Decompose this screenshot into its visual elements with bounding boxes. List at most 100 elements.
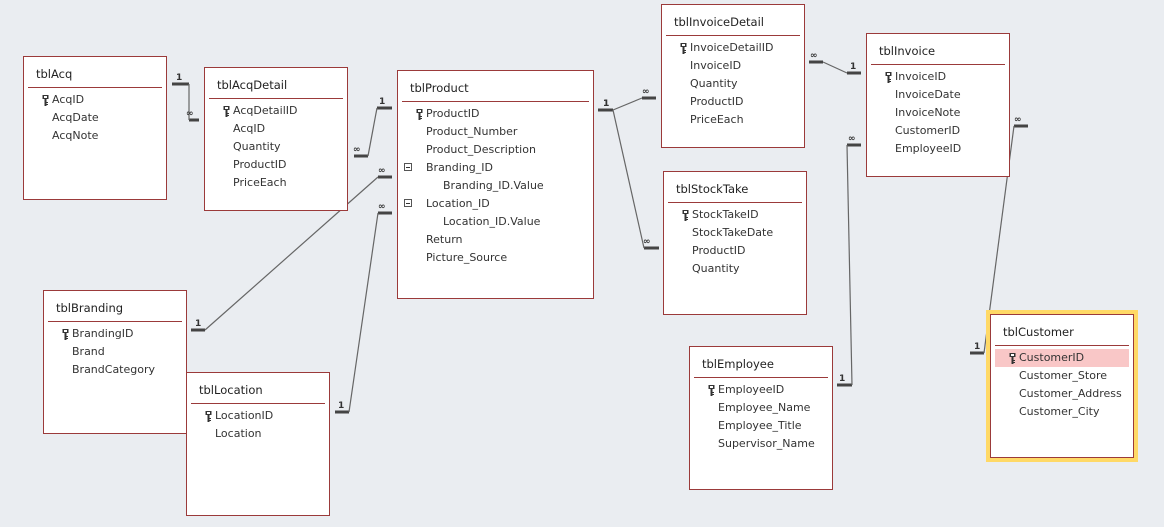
- field-acqdetailid[interactable]: AcqDetailID: [205, 102, 347, 120]
- field-product-description[interactable]: Product_Description: [398, 141, 593, 159]
- field-label: BrandCategory: [72, 363, 156, 376]
- field-productid[interactable]: ProductID: [205, 156, 347, 174]
- collapse-icon[interactable]: [404, 163, 412, 171]
- title-separator: [666, 35, 800, 36]
- field-invoicedetailid[interactable]: InvoiceDetailID: [662, 39, 804, 57]
- field-branding-id-value[interactable]: Branding_ID.Value: [398, 177, 593, 195]
- cardinality-many-label: ∞: [378, 166, 386, 176]
- cardinality-many-label: ∞: [353, 145, 361, 155]
- field-stocktakedate[interactable]: StockTakeDate: [664, 224, 806, 242]
- field-priceeach[interactable]: PriceEach: [205, 174, 347, 192]
- field-quantity[interactable]: Quantity: [662, 75, 804, 93]
- field-label: Brand: [72, 345, 105, 358]
- field-stocktakeid[interactable]: StockTakeID: [664, 206, 806, 224]
- field-quantity[interactable]: Quantity: [205, 138, 347, 156]
- cardinality-one-label: 1: [974, 342, 980, 352]
- field-branding-id[interactable]: Branding_ID: [398, 159, 593, 177]
- field-acqid[interactable]: AcqID: [24, 91, 166, 109]
- field-picture-source[interactable]: Picture_Source: [398, 249, 593, 267]
- table-title: tblInvoiceDetail: [674, 15, 764, 29]
- table-title: tblCustomer: [1003, 325, 1074, 339]
- field-location[interactable]: Location: [187, 425, 329, 443]
- field-location-id[interactable]: Location_ID: [398, 195, 593, 213]
- collapse-icon[interactable]: [404, 199, 412, 207]
- field-label: InvoiceID: [690, 59, 742, 72]
- field-label: ProductID: [426, 107, 480, 120]
- field-customer-store[interactable]: Customer_Store: [991, 367, 1133, 385]
- field-invoiceid[interactable]: InvoiceID: [867, 68, 1009, 86]
- field-label: AcqNote: [52, 129, 99, 142]
- field-label: Customer_City: [1019, 405, 1100, 418]
- field-return[interactable]: Return: [398, 231, 593, 249]
- field-label: AcqID: [52, 93, 85, 106]
- field-acqdate[interactable]: AcqDate: [24, 109, 166, 127]
- primary-key-icon: [1009, 352, 1016, 364]
- field-priceeach[interactable]: PriceEach: [662, 111, 804, 129]
- field-label: StockTakeDate: [692, 226, 774, 239]
- cardinality-many-label: ∞: [810, 51, 818, 61]
- field-label: CustomerID: [895, 124, 961, 137]
- field-employee-title[interactable]: Employee_Title: [690, 417, 832, 435]
- field-label: Location_ID.Value: [443, 215, 541, 228]
- field-customer-city[interactable]: Customer_City: [991, 403, 1133, 421]
- field-brandingid[interactable]: BrandingID: [44, 325, 186, 343]
- field-employee-name[interactable]: Employee_Name: [690, 399, 832, 417]
- table-title: tblEmployee: [702, 357, 774, 371]
- field-productid[interactable]: ProductID: [664, 242, 806, 260]
- field-label: InvoiceID: [895, 70, 947, 83]
- field-quantity[interactable]: Quantity: [664, 260, 806, 278]
- field-productid[interactable]: ProductID: [662, 93, 804, 111]
- field-customerid[interactable]: CustomerID: [995, 349, 1129, 367]
- field-invoiceid[interactable]: InvoiceID: [662, 57, 804, 75]
- field-brandcategory[interactable]: BrandCategory: [44, 361, 186, 379]
- field-label: EmployeeID: [718, 383, 785, 396]
- title-separator: [668, 202, 802, 203]
- field-employeeid[interactable]: EmployeeID: [690, 381, 832, 399]
- field-label: EmployeeID: [895, 142, 962, 155]
- field-supervisor-name[interactable]: Supervisor_Name: [690, 435, 832, 453]
- field-invoicedate[interactable]: InvoiceDate: [867, 86, 1009, 104]
- field-label: Branding_ID.Value: [443, 179, 544, 192]
- field-customer-address[interactable]: Customer_Address: [991, 385, 1133, 403]
- title-separator: [995, 345, 1129, 346]
- primary-key-icon: [42, 94, 49, 106]
- field-label: Quantity: [690, 77, 738, 90]
- field-label: Picture_Source: [426, 251, 508, 264]
- primary-key-icon: [680, 42, 687, 54]
- field-customerid[interactable]: CustomerID: [867, 122, 1009, 140]
- field-label: PriceEach: [690, 113, 744, 126]
- title-separator: [48, 321, 182, 322]
- relationship-line: [822, 61, 848, 74]
- field-employeeid[interactable]: EmployeeID: [867, 140, 1009, 158]
- field-location-id-value[interactable]: Location_ID.Value: [398, 213, 593, 231]
- field-label: CustomerID: [1019, 351, 1085, 364]
- field-acqnote[interactable]: AcqNote: [24, 127, 166, 145]
- field-invoicenote[interactable]: InvoiceNote: [867, 104, 1009, 122]
- field-brand[interactable]: Brand: [44, 343, 186, 361]
- cardinality-one-label: 1: [603, 99, 609, 109]
- field-label: StockTakeID: [692, 208, 759, 221]
- field-locationid[interactable]: LocationID: [187, 407, 329, 425]
- field-label: Product_Description: [426, 143, 536, 156]
- field-product-number[interactable]: Product_Number: [398, 123, 593, 141]
- field-productid[interactable]: ProductID: [398, 105, 593, 123]
- field-label: Customer_Store: [1019, 369, 1108, 382]
- field-acqid[interactable]: AcqID: [205, 120, 347, 138]
- table-title: tblAcqDetail: [217, 78, 288, 92]
- table-title: tblStockTake: [676, 182, 749, 196]
